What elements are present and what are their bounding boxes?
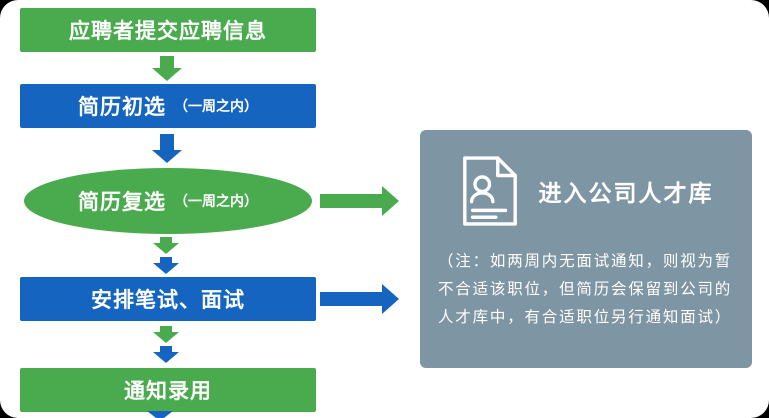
step-arrange-test-interview: 安排笔试、面试 [20, 277, 316, 321]
down-arrow-blue-2 [153, 257, 179, 274]
arrow-shaft [160, 237, 172, 243]
step-resume-initial-screening: 简历初选 （一周之内） [20, 84, 316, 128]
step-submit-application: 应聘者提交应聘信息 [20, 8, 316, 52]
step-submit-application-label: 应聘者提交应聘信息 [69, 20, 267, 43]
arrow-head [147, 411, 173, 418]
right-arrow-green [320, 186, 399, 216]
arrow-shaft [160, 134, 174, 150]
arrow-head [153, 332, 179, 343]
step-resume-initial-screening-duration: （一周之内） [174, 98, 258, 114]
step-resume-second-screening-label: 简历复选 [78, 191, 166, 214]
arrow-head [382, 284, 399, 314]
down-arrow-green-2 [153, 237, 179, 254]
arrow-head [382, 186, 399, 216]
talent-pool-header: 进入公司人才库 [436, 154, 736, 228]
resume-document-icon [462, 156, 517, 226]
step-arrange-test-interview-label: 安排笔试、面试 [91, 289, 245, 312]
arrow-head [152, 150, 182, 163]
arrow-shaft [320, 194, 382, 208]
talent-pool-note: （注：如两周内无面试通知，则视为暂不合适该职位，但简历会保留到公司的人才库中，有… [438, 253, 733, 326]
arrow-head [153, 352, 179, 363]
down-arrow-blue-1 [152, 134, 182, 163]
down-arrow-blue-bottom [147, 411, 173, 418]
arrow-shaft [160, 326, 172, 332]
arrow-shaft [160, 257, 172, 263]
talent-pool-panel: 进入公司人才库 （注：如两周内无面试通知，则视为暂不合适该职位，但简历会保留到公… [420, 130, 752, 368]
step-resume-second-screening-duration: （一周之内） [174, 193, 258, 209]
arrow-head [152, 68, 182, 81]
right-arrow-blue [320, 284, 399, 314]
talent-pool-title: 进入公司人才库 [538, 180, 714, 206]
down-arrow-green-3 [153, 326, 179, 343]
step-resume-initial-screening-label: 简历初选 [78, 96, 166, 119]
down-arrow-green-1 [152, 56, 182, 81]
arrow-shaft [160, 346, 172, 352]
arrow-shaft [320, 292, 382, 306]
arrow-head [153, 243, 179, 254]
step-notify-hiring-label: 通知录用 [124, 380, 212, 403]
down-arrow-blue-3 [153, 346, 179, 363]
arrow-head [153, 263, 179, 274]
step-resume-second-screening: 简历复选 （一周之内） [24, 168, 312, 234]
arrow-shaft [160, 56, 174, 68]
step-notify-hiring: 通知录用 [20, 368, 316, 412]
